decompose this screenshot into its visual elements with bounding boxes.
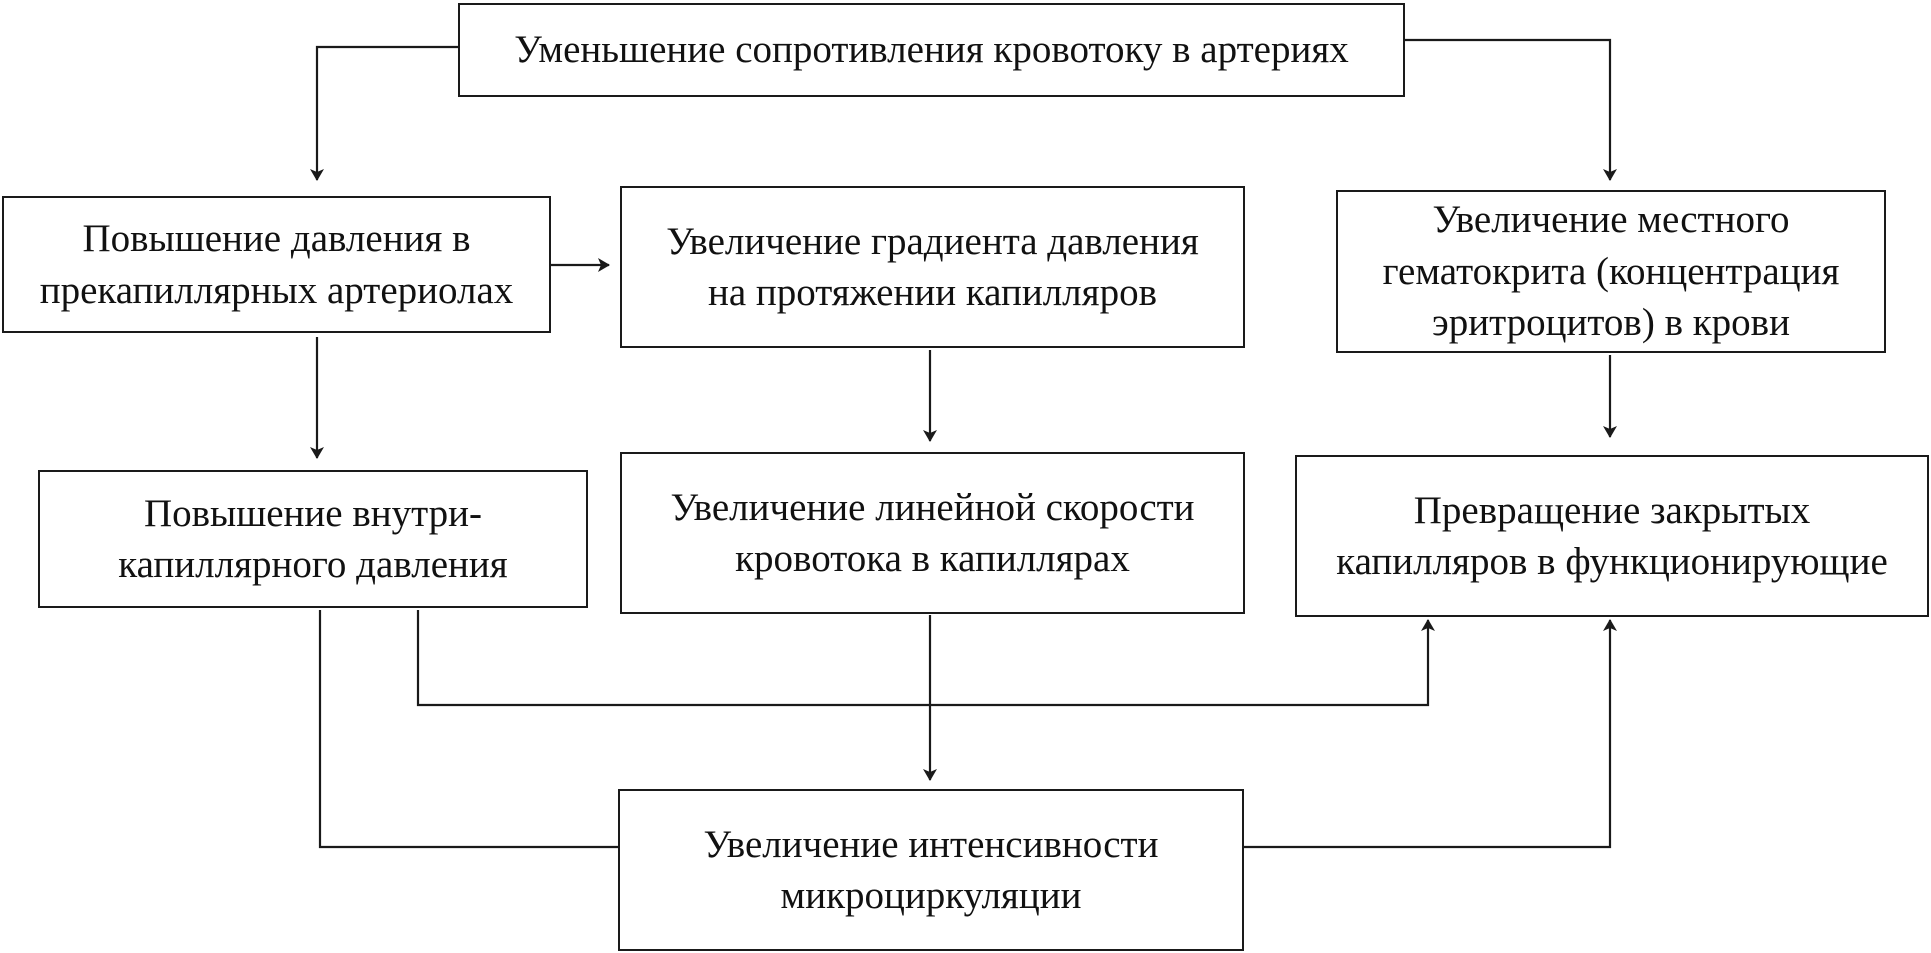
node-microcirculation-intensity: Увеличение интенсивности микроциркуляции — [618, 789, 1244, 951]
node-text-line: Увеличение местного — [1432, 198, 1790, 242]
node-linear-velocity: Увеличение линейной скорости кровотока в… — [620, 452, 1245, 614]
node-text-line: Повышение внутри- — [143, 491, 483, 535]
node-intracapillary-pressure: Повышение внутри- капиллярного давления — [38, 470, 588, 608]
node-text-line: капиллярного давления — [118, 543, 508, 586]
edge-intracap-to-microcirc — [318, 610, 618, 849]
node-text-line: на протяжении капилляров — [707, 271, 1158, 314]
node-precapillary-pressure: Повышение давления в прекапиллярных арте… — [2, 196, 551, 333]
node-text-line: Увеличение интенсивности — [703, 822, 1159, 866]
node-text-line: капилляров в функционирующие — [1336, 540, 1888, 583]
edge-top-to-hematocrit — [1405, 38, 1617, 181]
node-text-line: Уменьшение сопротивления кровотоку в арт… — [514, 28, 1349, 72]
node-pressure-gradient: Увеличение градиента давления на протяже… — [620, 186, 1245, 348]
node-text-line: прекапиллярных артериолах — [39, 268, 514, 312]
node-capillary-transformation: Превращение закрытых капилляров в функци… — [1295, 455, 1929, 617]
node-text-line: Увеличение градиента давления — [666, 219, 1199, 263]
edge-top-to-precap — [310, 45, 458, 181]
node-text-line: эритроцитов) в крови — [1432, 301, 1790, 345]
node-local-hematocrit: Увеличение местного гематокрита (концент… — [1336, 190, 1886, 353]
node-text-line: Повышение давления в — [82, 217, 471, 261]
node-text-line: кровотока в капиллярах — [735, 537, 1130, 580]
node-text-line: микроциркуляции — [780, 874, 1082, 917]
node-text-line: гематокрита (концентрация — [1382, 249, 1840, 293]
node-resistance-decrease: Уменьшение сопротивления кровотоку в арт… — [458, 3, 1405, 97]
node-text-line: Увеличение линейной скорости — [670, 485, 1195, 529]
edge-microcirc-to-transform — [1244, 619, 1617, 849]
node-text-line: Превращение закрытых — [1413, 488, 1811, 532]
edge-intracap-to-transform — [416, 610, 1435, 707]
